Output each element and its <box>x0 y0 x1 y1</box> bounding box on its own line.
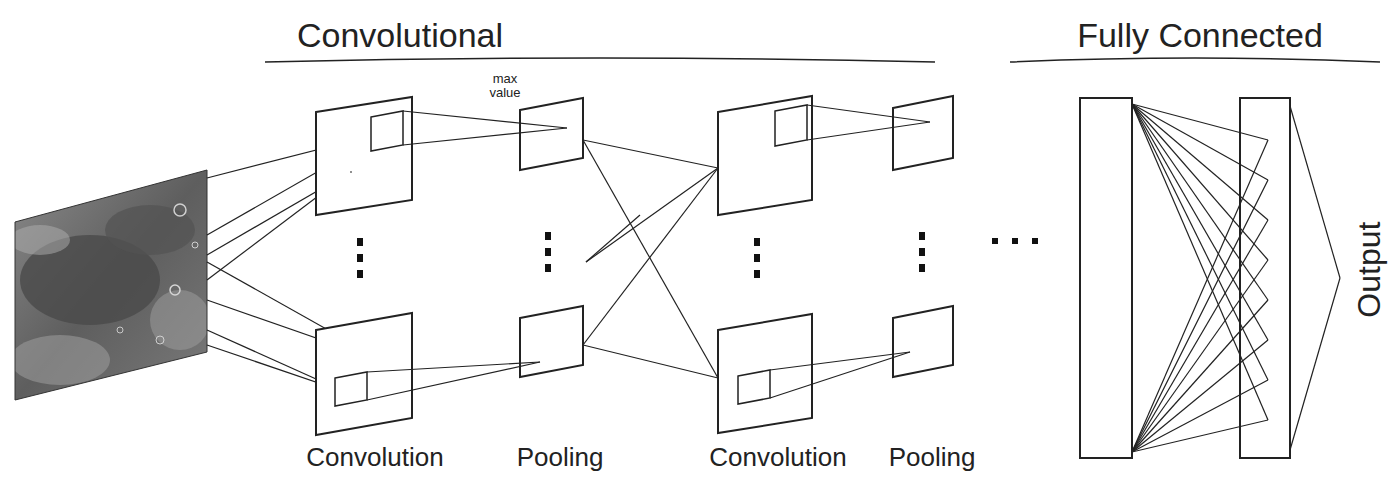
ellipsis-dot <box>919 264 925 272</box>
ellipsis-dot <box>357 238 363 246</box>
pooled-map <box>893 306 953 377</box>
dense-connection <box>1132 380 1268 452</box>
feature-map <box>718 96 812 215</box>
dense-connection <box>1132 104 1268 300</box>
section-bracket <box>265 58 935 62</box>
input-image <box>10 170 210 400</box>
receptive-line <box>583 140 718 168</box>
layer-label: Convolution <box>306 443 443 472</box>
pooling-line <box>367 362 540 400</box>
ellipsis-dot <box>754 238 760 246</box>
image-crater <box>117 327 123 333</box>
dense-connection <box>1132 140 1268 452</box>
image-highland <box>150 290 210 350</box>
image-crater <box>170 285 180 295</box>
pooling-window <box>775 105 807 146</box>
pooling-window <box>371 111 403 151</box>
image-highland <box>10 335 110 385</box>
receptive-line <box>586 168 718 262</box>
layer-label: Pooling <box>889 443 976 472</box>
pooling-line <box>403 111 567 128</box>
ellipsis-dot <box>919 232 925 240</box>
ellipsis-dot <box>357 270 363 278</box>
ellipsis-dot <box>754 270 760 278</box>
dense-layer <box>1080 98 1132 458</box>
section-bracket <box>1010 58 1380 62</box>
annotation: max value <box>483 72 527 101</box>
pooled-map <box>893 96 953 170</box>
dense-connection <box>1132 260 1268 452</box>
output-line <box>1290 106 1340 278</box>
ellipsis-dot <box>545 232 551 240</box>
receptive-line <box>583 140 718 378</box>
ellipsis-dot <box>919 248 925 256</box>
feature-map <box>718 314 812 433</box>
receptive-line <box>350 171 352 172</box>
dense-connection <box>1132 104 1268 380</box>
pooling-line <box>770 352 910 370</box>
dense-layer <box>1240 98 1290 458</box>
pooling-line <box>770 352 910 398</box>
pooling-line <box>367 362 540 372</box>
receptive-line <box>583 345 718 378</box>
ellipsis-dot <box>992 238 998 244</box>
dense-connection <box>1132 340 1268 452</box>
dense-connection <box>1132 420 1268 452</box>
pooling-line <box>807 105 930 122</box>
ellipsis-dot <box>357 254 363 262</box>
ellipsis-dot <box>545 264 551 272</box>
layer-label: Pooling <box>517 443 604 472</box>
section-heading: Fully Connected <box>1077 17 1323 54</box>
dense-connection <box>1132 104 1268 180</box>
image-crater <box>192 242 198 248</box>
ellipsis-dot <box>1032 238 1038 244</box>
image-mare <box>105 205 195 255</box>
image-crater <box>174 204 186 216</box>
feature-map <box>316 97 412 215</box>
dense-connection <box>1132 220 1268 452</box>
output-label: Output <box>1352 222 1387 318</box>
dense-connection <box>1132 180 1268 452</box>
section-heading: Convolutional <box>297 17 503 54</box>
ellipsis-dot <box>1012 238 1018 244</box>
pooling-line <box>807 122 930 140</box>
image-border <box>15 170 207 400</box>
dense-connection <box>1132 300 1268 452</box>
pooled-map <box>520 306 583 377</box>
dense-connection <box>1132 104 1268 260</box>
image-highland <box>10 225 70 255</box>
pooling-window <box>738 370 770 404</box>
receptive-line <box>586 215 640 262</box>
pooling-line <box>403 128 567 145</box>
ellipsis-dot <box>754 254 760 262</box>
dense-connection <box>1132 104 1268 420</box>
receptive-line <box>583 168 718 345</box>
layer-label: Convolution <box>709 443 846 472</box>
ellipsis-dot <box>545 248 551 256</box>
output-line <box>1290 278 1340 450</box>
pooled-map <box>520 98 583 170</box>
image-crater <box>156 336 164 344</box>
pooling-window <box>335 372 367 406</box>
feature-map <box>316 313 412 435</box>
